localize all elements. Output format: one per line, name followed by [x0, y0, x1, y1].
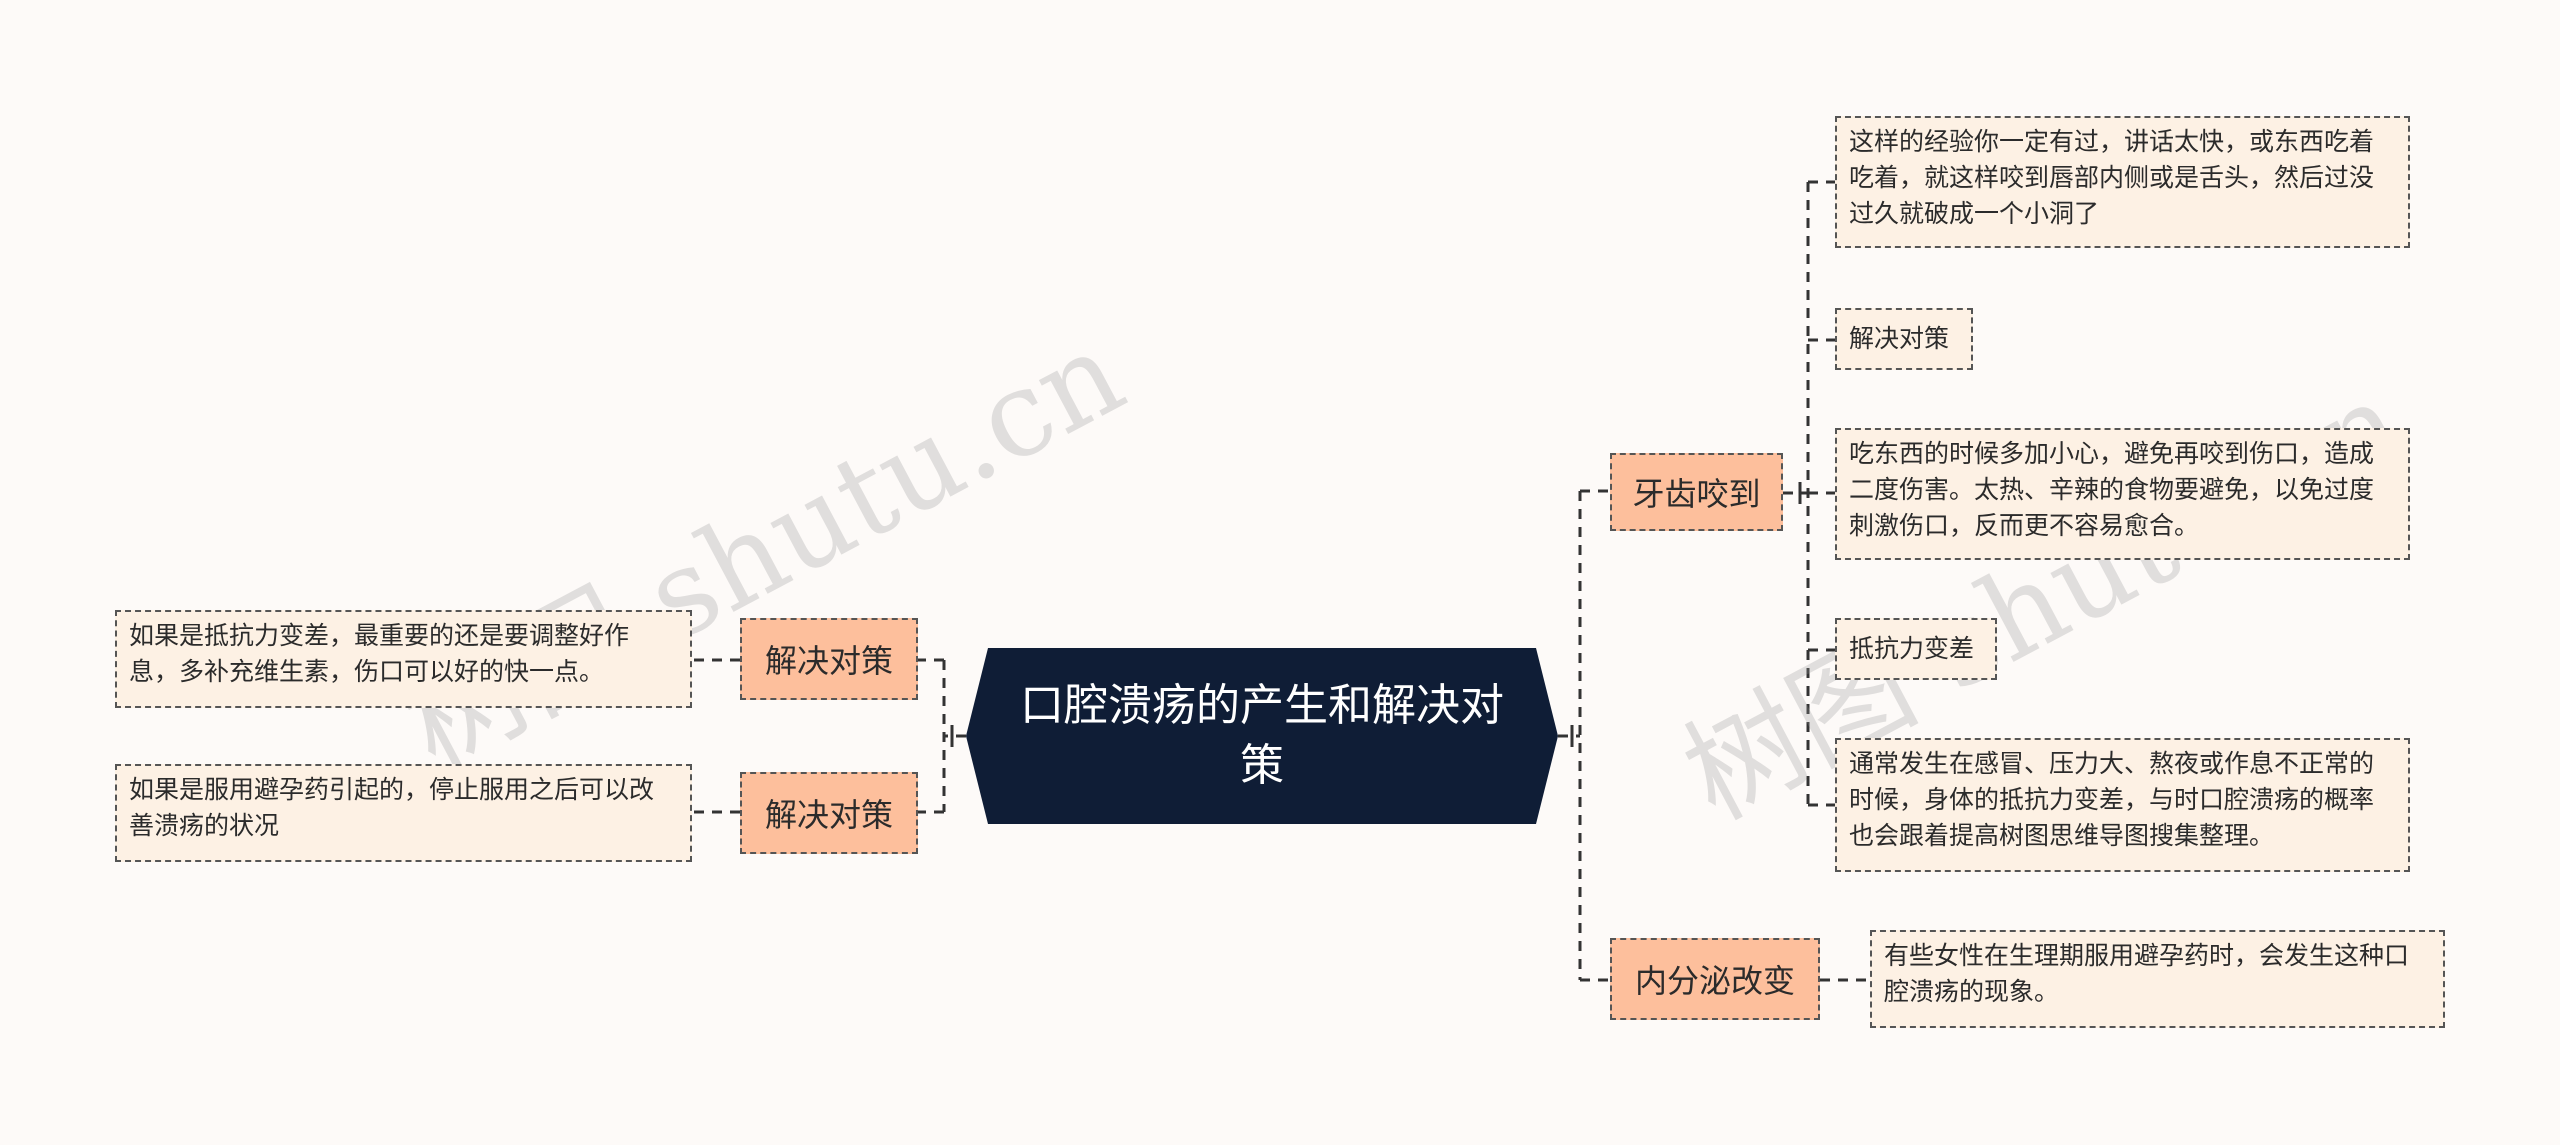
leaf-resistance-down[interactable]: 抵抗力变差 [1835, 618, 1997, 680]
leaf-text: 解决对策 [1849, 324, 1950, 353]
branch-teeth-bite[interactable]: 牙齿咬到 [1610, 453, 1783, 531]
leaf-solution-contraceptive[interactable]: 如果是服用避孕药引起的，停止服用之后可以改善溃疡的状况 [115, 764, 692, 862]
branch-solution-left-2[interactable]: 解决对策 [740, 772, 918, 854]
branch-label: 解决对策 [764, 796, 893, 834]
leaf-text: 抵抗力变差 [1849, 634, 1975, 663]
branch-endocrine-change[interactable]: 内分泌改变 [1610, 938, 1820, 1020]
branch-label: 牙齿咬到 [1632, 475, 1761, 513]
leaf-solution-resistance[interactable]: 如果是抵抗力变差，最重要的还是要调整好作息，多补充维生素，伤口可以好的快一点。 [115, 610, 692, 708]
branch-label: 内分泌改变 [1634, 962, 1795, 1000]
leaf-endocrine-detail[interactable]: 有些女性在生理期服用避孕药时，会发生这种口腔溃疡的现象。 [1870, 930, 2445, 1028]
leaf-eating-care[interactable]: 吃东西的时候多加小心，避免再咬到伤口，造成二度伤害。太热、辛辣的食物要避免，以免… [1835, 428, 2410, 560]
leaf-text: 这样的经验你一定有过，讲话太快，或东西吃着吃着，就这样咬到唇部内侧或是舌头，然后… [1849, 127, 2375, 228]
leaf-teeth-bite-experience[interactable]: 这样的经验你一定有过，讲话太快，或东西吃着吃着，就这样咬到唇部内侧或是舌头，然后… [1835, 116, 2410, 248]
leaf-solution-label[interactable]: 解决对策 [1835, 308, 1973, 370]
root-node-shape [966, 648, 1558, 824]
leaf-resistance-detail[interactable]: 通常发生在感冒、压力大、熬夜或作息不正常的时候，身体的抵抗力变差，与时口腔溃疡的… [1835, 738, 2410, 872]
leaf-text: 有些女性在生理期服用避孕药时，会发生这种口腔溃疡的现象。 [1884, 941, 2410, 1006]
branch-label: 解决对策 [764, 642, 893, 680]
branch-solution-left-1[interactable]: 解决对策 [740, 618, 918, 700]
leaf-text: 吃东西的时候多加小心，避免再咬到伤口，造成二度伤害。太热、辛辣的食物要避免，以免… [1849, 439, 2375, 540]
leaf-text: 通常发生在感冒、压力大、熬夜或作息不正常的时候，身体的抵抗力变差，与时口腔溃疡的… [1849, 749, 2375, 850]
root-node[interactable]: 口腔溃疡的产生和解决对策 [966, 648, 1558, 824]
leaf-text: 如果是抵抗力变差，最重要的还是要调整好作息，多补充维生素，伤口可以好的快一点。 [129, 621, 630, 686]
root-node-label: 口腔溃疡的产生和解决对策 [1020, 680, 1504, 791]
leaf-text: 如果是服用避孕药引起的，停止服用之后可以改善溃疡的状况 [129, 775, 655, 840]
